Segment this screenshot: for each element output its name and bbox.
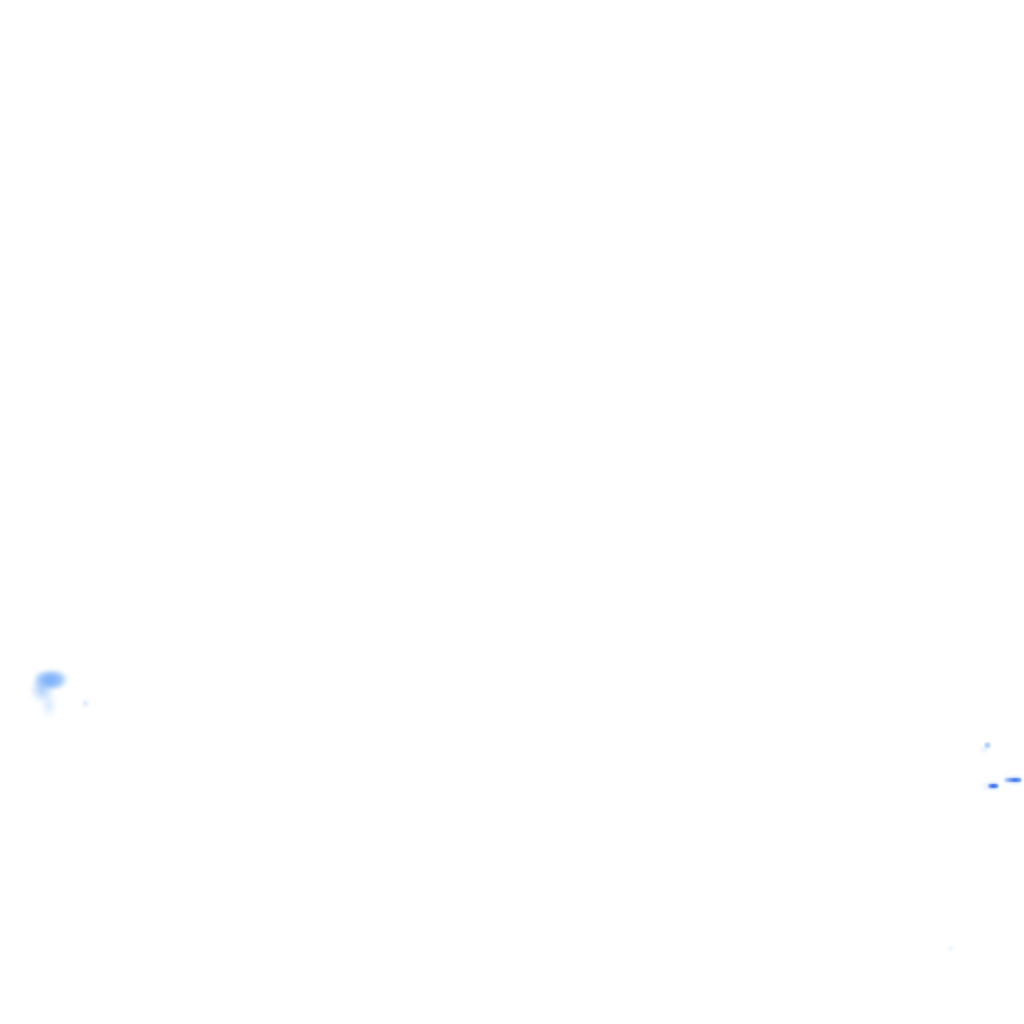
pale-speck-near-blob <box>81 699 90 708</box>
streak-halo <box>980 782 1000 790</box>
long-blue-streak <box>999 774 1024 786</box>
streak-halo <box>1001 776 1024 784</box>
blob-core <box>27 668 69 720</box>
dot-tail <box>979 747 987 752</box>
streak-core <box>1004 778 1022 782</box>
streak-core <box>988 784 999 788</box>
dot-head <box>984 742 991 749</box>
blue-blob-mark <box>27 668 69 720</box>
blob-highlight <box>36 673 62 688</box>
faint-blue-speck <box>946 944 955 953</box>
short-blue-streak <box>980 780 1002 792</box>
pale-dot-with-tail <box>978 738 996 754</box>
